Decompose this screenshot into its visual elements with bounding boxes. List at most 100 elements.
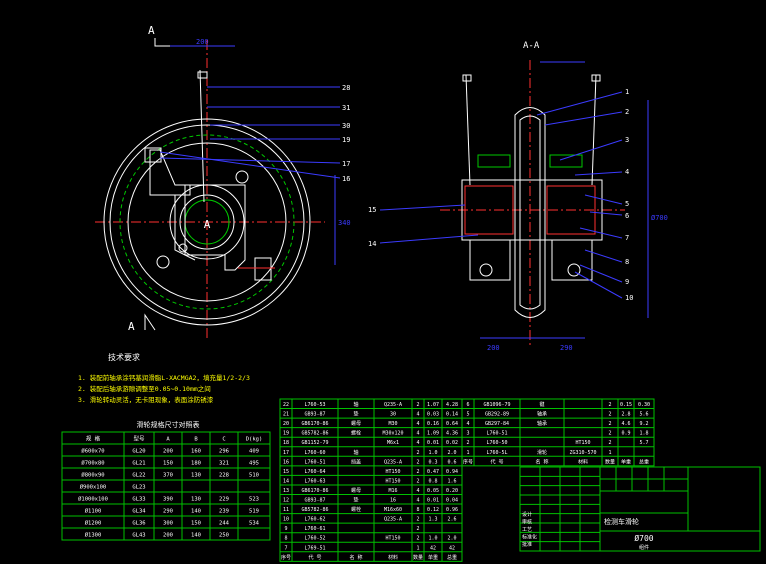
bom-cell: 螺母 <box>351 420 361 427</box>
spec-cell: GL21 <box>132 461 145 467</box>
leader-1 <box>536 91 623 116</box>
bom-cell: L760-51 <box>486 431 507 437</box>
bom-cell: 2 <box>608 402 611 408</box>
spec-cell: 250 <box>219 533 229 539</box>
bolt-right <box>567 263 581 277</box>
bom-cell: GB1152-79 <box>301 440 328 446</box>
bom-cell: L760-52 <box>304 536 325 542</box>
bom-cell: 2 <box>416 526 419 532</box>
balloon-16: 16 <box>342 175 350 183</box>
bom-cell: 2 <box>608 412 611 418</box>
rod-cap-left <box>462 74 472 82</box>
bom-cell: 4 <box>416 412 419 418</box>
leader-2 <box>544 111 623 126</box>
bom-cell: 0.8 <box>428 478 437 484</box>
bom-cell: 2 <box>416 469 419 475</box>
bom-cell: 垫 <box>353 411 358 418</box>
bom-cell: 17 <box>283 450 289 456</box>
balloon-19: 19 <box>342 136 350 144</box>
bom-cell: HT150 <box>385 536 400 542</box>
bom-cell: L760-50 <box>486 440 507 446</box>
bom-cell: 名 称 <box>349 554 362 561</box>
bom-cell: 0.64 <box>446 421 458 427</box>
bom-cell: GB93-87 <box>304 412 325 418</box>
dim-height-text: Ø700 <box>651 214 668 222</box>
bom-cell: 4.36 <box>446 431 458 437</box>
leader-5 <box>584 194 623 205</box>
spec-table-title: 滑轮规格尺寸对照表 <box>137 420 200 429</box>
bom-cell: 滑轮 <box>537 449 547 456</box>
bom-cell: M6x1 <box>387 440 399 446</box>
bom-cell: 5.7 <box>639 440 648 446</box>
bom-cell: 4 <box>416 488 419 494</box>
bom-cell: 10 <box>283 517 289 523</box>
bom-cell: 螺母 <box>351 487 361 494</box>
bom-cell: HT150 <box>575 440 590 446</box>
bom-cell: Q235-A <box>384 459 402 465</box>
leader-8 <box>584 249 623 263</box>
left-dimensions: 200 340 <box>170 38 351 265</box>
balloon-28: 28 <box>342 84 350 92</box>
title-block-label: 工艺 <box>522 527 532 533</box>
section-title: A-A <box>523 41 540 51</box>
bom-cell: 4 <box>416 431 419 437</box>
rod-cap <box>197 71 208 79</box>
note-item-3: 3. 滑轮转动灵活，无卡阻现象，表面涂防锈漆 <box>78 395 214 404</box>
bom-cell: 0.15 <box>620 402 632 408</box>
bom-cell: 0.6 <box>447 459 456 465</box>
bom-cell: 轴承 <box>537 411 547 418</box>
bom-cell: L769-51 <box>304 545 325 551</box>
note-item-2: 2. 装配后轴承游隙调整至0.05~0.10mm之间 <box>78 384 211 393</box>
bom-cell: 4 <box>466 421 469 427</box>
bom-cell: 6 <box>466 402 469 408</box>
section-mark-top <box>154 38 175 47</box>
balloon-17: 17 <box>342 160 350 168</box>
bom-cell: 0.16 <box>427 421 439 427</box>
bom-cell: HT150 <box>385 478 400 484</box>
rod-right <box>591 74 597 186</box>
bearing-housing-left <box>464 185 514 235</box>
bom-cell: 总重 <box>639 458 649 465</box>
bom-cell: 1 <box>608 450 611 456</box>
title-block-label: 批准 <box>522 541 532 548</box>
section-label-bottom: A <box>128 320 135 333</box>
spec-cell: Ø1300 <box>85 532 102 539</box>
bom-cell: M30 <box>388 421 397 427</box>
bom-cell: L760-63 <box>304 478 325 484</box>
wheel-web-circle <box>127 142 287 302</box>
balloon-8: 8 <box>625 258 629 266</box>
bom-cell: 20 <box>283 421 289 427</box>
spec-cell: GL34 <box>132 509 146 515</box>
bom-cell: 9 <box>284 526 287 532</box>
bom-cell: 14 <box>283 478 289 484</box>
bom-cell: 0.20 <box>446 488 458 494</box>
bom-cell: 0.01 <box>427 440 439 446</box>
cap-left <box>477 154 511 168</box>
spec-header-cell: D(kg) <box>246 437 263 443</box>
section-dimensions: 200 290 Ø700 <box>480 61 668 352</box>
bom-cell: 1.8 <box>639 431 648 437</box>
bom-cell: 0.3 <box>428 459 437 465</box>
leader-4 <box>574 171 623 176</box>
bom-cell: 0.04 <box>446 498 458 504</box>
bom-cell: 1.09 <box>427 431 439 437</box>
dim-right-text: 340 <box>338 219 351 227</box>
bom-cell: 18 <box>283 440 289 446</box>
spec-cell: GL20 <box>132 449 145 455</box>
leader-3 <box>559 139 623 161</box>
bom-cell: L760-64 <box>304 469 325 475</box>
bom-cell: GB5782-86 <box>301 431 328 437</box>
spec-cell: 390 <box>163 497 173 503</box>
bom-cell: 代 号 <box>308 554 321 561</box>
spec-header-cell: 型号 <box>133 435 145 443</box>
bom-cell: 13 <box>283 488 289 494</box>
bom-cell: 3 <box>466 431 469 437</box>
bom-cell: 2 <box>416 402 419 408</box>
bom-cell: GB1096-79 <box>483 402 510 408</box>
hub-inner-circle <box>179 194 235 250</box>
sheave-groove <box>519 115 541 310</box>
title-block-border <box>519 466 761 552</box>
section-view: A-A <box>440 41 625 345</box>
left-balloons: 28 31 30 19 17 16 <box>342 84 350 183</box>
